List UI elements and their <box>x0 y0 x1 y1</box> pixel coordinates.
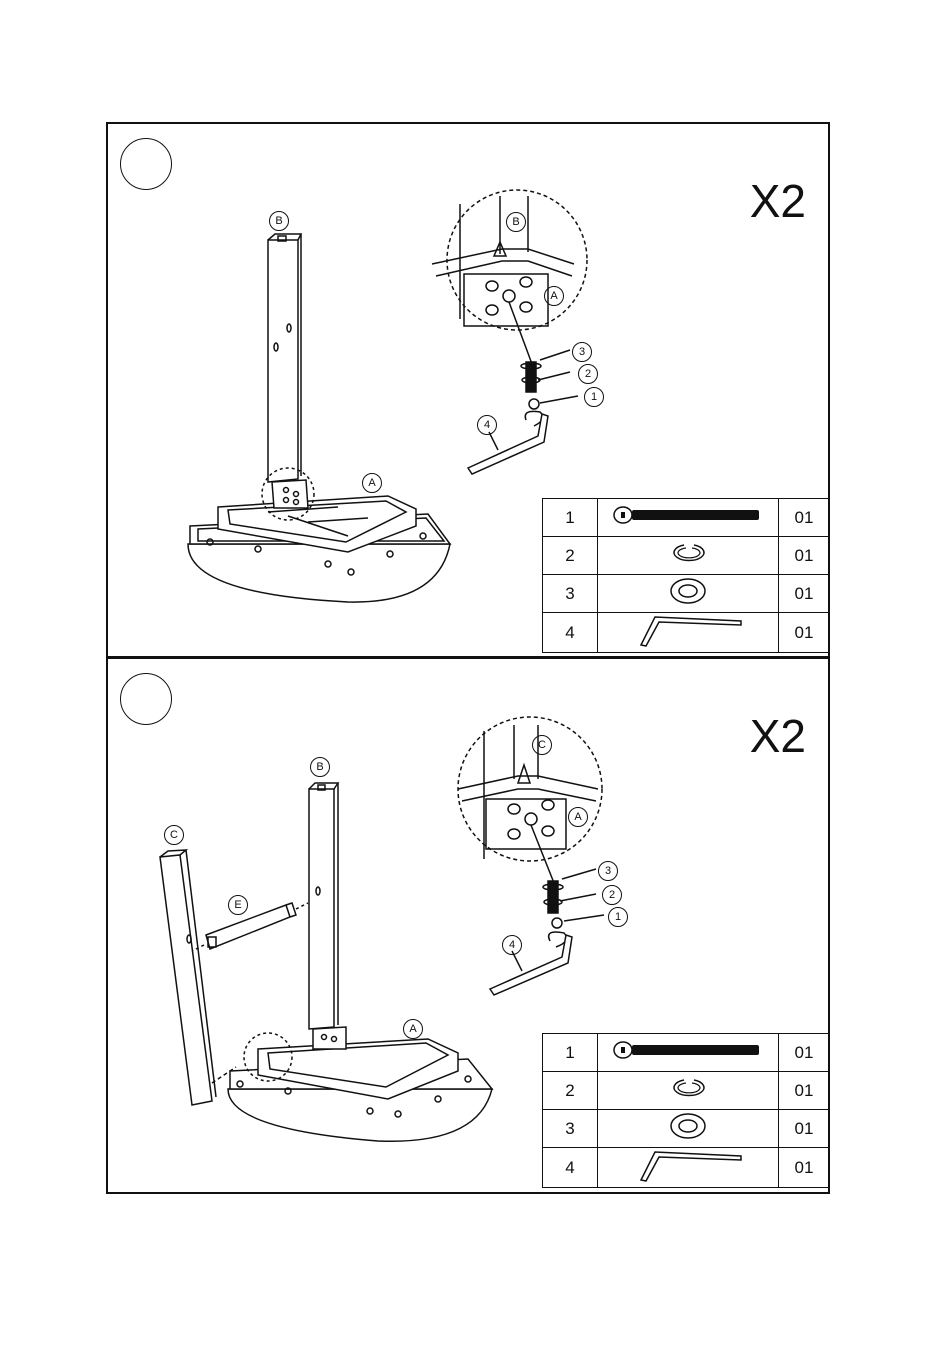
part-qty: 01 <box>779 1034 830 1072</box>
callout-1: 1 <box>608 907 628 927</box>
callout-2: 2 <box>578 364 598 384</box>
part-qty: 01 <box>779 1148 830 1188</box>
table-row: 1 01 <box>543 499 830 537</box>
callout-2: 2 <box>602 885 622 905</box>
bolt-icon <box>598 499 779 537</box>
rail-e <box>192 903 308 951</box>
hardware-exploded <box>468 350 578 474</box>
detail-frame-label: A <box>568 807 588 827</box>
step-panel-2: X2 <box>106 657 830 1194</box>
leg-b <box>262 234 314 520</box>
part-qty: 01 <box>779 1110 830 1148</box>
leg-b-label: B <box>310 757 330 777</box>
part-number: 4 <box>543 613 598 653</box>
table-row: 4 01 <box>543 613 830 653</box>
callout-3: 3 <box>598 861 618 881</box>
table-row: 1 01 <box>543 1034 830 1072</box>
part-qty: 01 <box>779 499 830 537</box>
rail-e-label: E <box>228 895 248 915</box>
frame-a-label: A <box>403 1019 423 1039</box>
flat-washer-icon <box>598 1110 779 1148</box>
bolt-icon <box>598 1034 779 1072</box>
split-washer-icon <box>598 1072 779 1110</box>
leg-b-label: B <box>269 211 289 231</box>
part-number: 2 <box>543 1072 598 1110</box>
detail-frame-label: A <box>544 286 564 306</box>
leg-c-label: C <box>164 825 184 845</box>
part-qty: 01 <box>779 537 830 575</box>
detail-zoom <box>458 717 602 883</box>
part-number: 1 <box>543 499 598 537</box>
allen-key-icon <box>598 1148 779 1188</box>
part-number: 4 <box>543 1148 598 1188</box>
table-row: 4 01 <box>543 1148 830 1188</box>
leg-b <box>309 783 346 1049</box>
part-number: 1 <box>543 1034 598 1072</box>
part-number: 2 <box>543 537 598 575</box>
table-row: 2 01 <box>543 537 830 575</box>
callout-4: 4 <box>477 415 497 435</box>
callout-3: 3 <box>572 342 592 362</box>
part-qty: 01 <box>779 575 830 613</box>
part-number: 3 <box>543 1110 598 1148</box>
table-row: 3 01 <box>543 575 830 613</box>
frame-a-label: A <box>362 473 382 493</box>
detail-leg-label: C <box>532 735 552 755</box>
part-number: 3 <box>543 575 598 613</box>
parts-table: 1 01 2 01 3 01 4 01 <box>542 1033 830 1188</box>
detail-leg-label: B <box>506 212 526 232</box>
leg-c <box>160 850 236 1105</box>
parts-table: 1 01 2 01 3 01 4 01 <box>542 498 830 653</box>
allen-key-icon <box>598 613 779 653</box>
flat-washer-icon <box>598 575 779 613</box>
table-row: 2 01 <box>543 1072 830 1110</box>
callout-1: 1 <box>584 387 604 407</box>
table-row: 3 01 <box>543 1110 830 1148</box>
part-qty: 01 <box>779 1072 830 1110</box>
part-qty: 01 <box>779 613 830 653</box>
hardware-exploded <box>490 869 604 995</box>
split-washer-icon <box>598 537 779 575</box>
step-panel-1: X2 <box>106 122 830 658</box>
callout-4: 4 <box>502 935 522 955</box>
